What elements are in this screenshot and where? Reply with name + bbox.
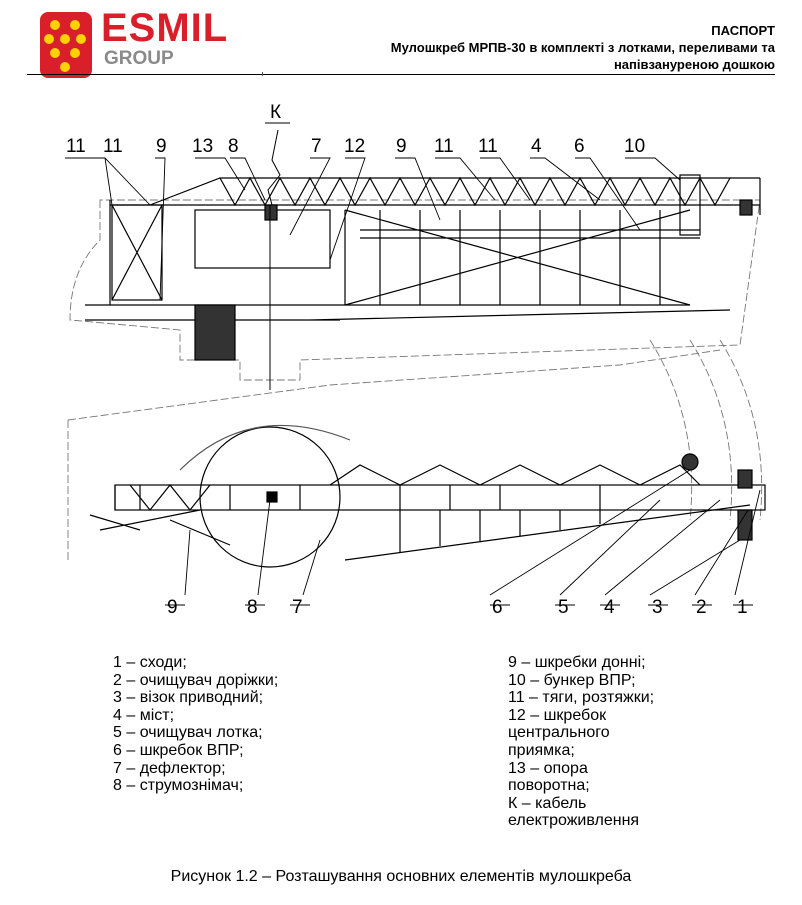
callout-label: 2 — [696, 597, 707, 618]
leader-lines — [65, 122, 761, 606]
callout-label: 8 — [228, 136, 239, 157]
doc-subtitle-2: напівзануреною дошкою — [613, 57, 775, 72]
legend-item: поворотна; — [508, 777, 590, 795]
callout-label: 11 — [103, 136, 123, 157]
legend-item: електроживлення — [508, 812, 640, 830]
callout-label: 9 — [156, 136, 167, 157]
callout-label: 12 — [344, 136, 365, 157]
legend-item: 10 – бункер ВПР; — [508, 671, 636, 689]
callout-label: 5 — [558, 597, 569, 618]
callout-label: 9 — [396, 136, 407, 157]
legend-left: 1 – сходи; 2 – очищувач доріжки; 3 – віз… — [113, 654, 278, 795]
callout-label: 4 — [604, 597, 615, 618]
legend-item: 12 – шкребок — [508, 706, 607, 724]
callout-label: 11 — [66, 136, 86, 157]
legend-item: 11 – тяги, розтяжки; — [508, 689, 655, 707]
legend-item: 2 – очищувач доріжки; — [113, 671, 279, 689]
callout-label: 8 — [247, 597, 258, 618]
tank-outline-top — [67, 199, 763, 560]
callout-label: 13 — [192, 136, 213, 157]
callout-label: 7 — [292, 597, 303, 618]
legend-item: 6 – шкребок ВПР; — [113, 741, 244, 759]
callout-label: 9 — [167, 597, 178, 618]
header-divider — [27, 74, 775, 75]
callout-label: К — [270, 102, 281, 123]
legend-item: 5 – очищувач лотка; — [113, 724, 263, 742]
figure-caption: Рисунок 1.2 – Розташування основних елем… — [170, 868, 632, 885]
legend-item: К – кабель — [508, 794, 587, 812]
callout-label: 7 — [311, 136, 322, 157]
callout-label: 1 — [737, 597, 748, 618]
legend-item: 3 – візок приводний; — [113, 689, 264, 707]
legend-item: 8 – струмознімач; — [113, 777, 244, 795]
callout-label: 3 — [652, 597, 663, 618]
callout-label: 10 — [624, 136, 645, 157]
logo-mark — [40, 12, 92, 78]
bridge-bottom — [89, 424, 766, 568]
callout-label: 4 — [531, 136, 542, 157]
callout-labels: 11 11 9 13 8 К 7 12 9 11 11 4 6 10 9 8 7… — [66, 102, 748, 618]
legend-item: 1 – сходи; — [113, 654, 187, 671]
bridge-truss-top — [85, 129, 761, 390]
legend-item: 13 – опора — [508, 759, 588, 777]
logo-brand: ESMIL — [101, 6, 229, 50]
legend-item: центрального — [508, 724, 610, 742]
legend-item: 9 – шкребки донні; — [508, 654, 646, 671]
callout-label: 6 — [492, 597, 503, 618]
legend-item: приямка; — [508, 741, 575, 759]
doc-subtitle-1: Мулошкреб МРПВ-30 в комплекті з лотками,… — [390, 40, 775, 55]
header-tick — [262, 72, 263, 76]
technical-drawing: 11 11 9 13 8 К 7 12 9 11 11 4 6 10 9 8 7… — [65, 102, 766, 618]
doc-title: ПАСПОРТ — [711, 23, 775, 38]
legend-item: 4 – міст; — [113, 706, 175, 724]
callout-label: 11 — [478, 136, 498, 157]
callout-label: 6 — [574, 136, 585, 157]
legend-right: 9 – шкребки донні; 10 – бункер ВПР; 11 –… — [508, 654, 654, 830]
logo-sub: GROUP — [104, 48, 174, 69]
callout-label: 11 — [434, 136, 454, 157]
legend-item: 7 – дефлектор; — [113, 759, 226, 777]
